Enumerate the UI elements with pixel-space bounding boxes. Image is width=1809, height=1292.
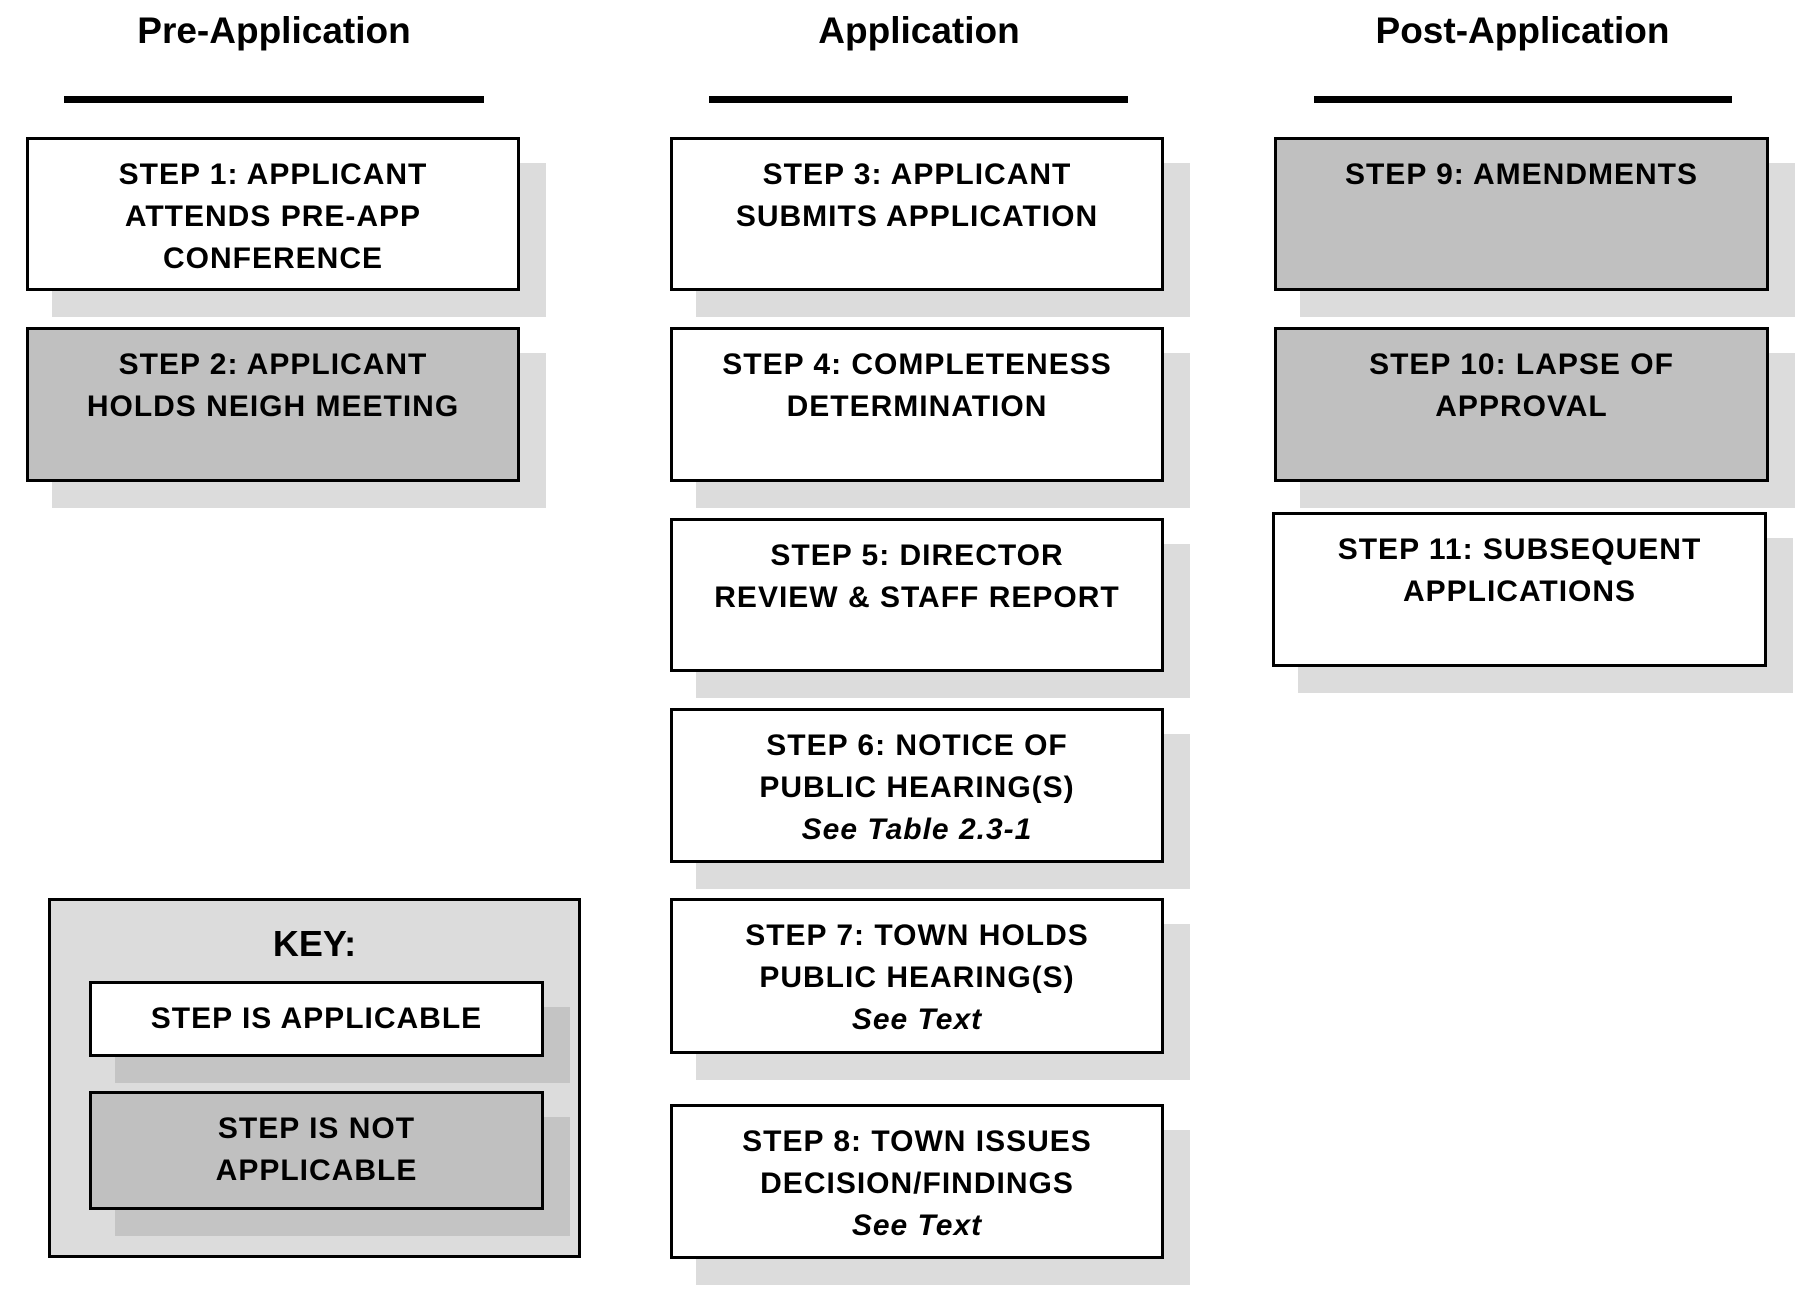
column-title-application: Application: [818, 10, 1020, 51]
step-box-10: STEP 10: LAPSE OF APPROVAL: [1274, 327, 1769, 482]
legend-not-applicable-line-2: APPLICABLE: [215, 1154, 418, 1187]
step-1-line-2: ATTENDS PRE-APP: [124, 200, 422, 233]
column-divider-pre-application: [64, 96, 484, 103]
step-8-line-2: DECISION/FINDINGS: [760, 1167, 1074, 1200]
step-2-line-1: STEP 2: APPLICANT: [118, 348, 428, 381]
legend-key: KEY: STEP IS APPLICABLE STEP IS NOT APPL…: [48, 898, 581, 1258]
step-box-2: STEP 2: APPLICANT HOLDS NEIGH MEETING: [26, 327, 520, 482]
column-divider-post-application: [1314, 96, 1732, 103]
step-box-7: STEP 7: TOWN HOLDS PUBLIC HEARING(S) See…: [670, 898, 1164, 1054]
step-7-line-2: PUBLIC HEARING(S): [759, 961, 1075, 994]
legend-item-not-applicable: STEP IS NOT APPLICABLE: [89, 1091, 544, 1210]
column-title-pre-application: Pre-Application: [137, 10, 411, 51]
step-2-line-2: HOLDS NEIGH MEETING: [86, 390, 460, 423]
step-10-line-2: APPROVAL: [1435, 390, 1608, 423]
step-1-line-3: CONFERENCE: [162, 242, 383, 275]
step-7-line-1: STEP 7: TOWN HOLDS: [745, 919, 1089, 952]
step-10-line-1: STEP 10: LAPSE OF: [1369, 348, 1674, 381]
step-6-note: See Table 2.3-1: [801, 813, 1033, 846]
step-box-9: STEP 9: AMENDMENTS: [1274, 137, 1769, 291]
legend-title: KEY:: [272, 923, 357, 964]
step-6-line-1: STEP 6: NOTICE OF: [766, 729, 1068, 762]
step-5-line-2: REVIEW & STAFF REPORT: [714, 581, 1120, 614]
step-6-line-2: PUBLIC HEARING(S): [759, 771, 1075, 804]
step-11-line-1: STEP 11: SUBSEQUENT: [1337, 533, 1702, 566]
step-box-8: STEP 8: TOWN ISSUES DECISION/FINDINGS Se…: [670, 1104, 1164, 1259]
step-8-note: See Text: [851, 1209, 983, 1242]
legend-not-applicable-line-1: STEP IS NOT: [217, 1112, 416, 1145]
column-divider-application: [709, 96, 1128, 103]
step-1-line-1: STEP 1: APPLICANT: [118, 158, 428, 191]
column-title-post-application: Post-Application: [1375, 10, 1670, 51]
step-box-11: STEP 11: SUBSEQUENT APPLICATIONS: [1272, 512, 1767, 667]
step-box-1: STEP 1: APPLICANT ATTENDS PRE-APP CONFER…: [26, 137, 520, 291]
legend-applicable-label: STEP IS APPLICABLE: [150, 1002, 483, 1035]
step-8-line-1: STEP 8: TOWN ISSUES: [742, 1125, 1092, 1158]
step-5-line-1: STEP 5: DIRECTOR: [770, 539, 1064, 572]
step-3-line-2: SUBMITS APPLICATION: [735, 200, 1099, 233]
step-11-line-2: APPLICATIONS: [1402, 575, 1637, 608]
step-4-line-1: STEP 4: COMPLETENESS: [722, 348, 1112, 381]
step-4-line-2: DETERMINATION: [786, 390, 1048, 423]
step-9-line-1: STEP 9: AMENDMENTS: [1344, 158, 1699, 191]
step-box-3: STEP 3: APPLICANT SUBMITS APPLICATION: [670, 137, 1164, 291]
step-box-6: STEP 6: NOTICE OF PUBLIC HEARING(S) See …: [670, 708, 1164, 863]
step-7-note: See Text: [851, 1003, 983, 1036]
step-box-5: STEP 5: DIRECTOR REVIEW & STAFF REPORT: [670, 518, 1164, 672]
step-box-4: STEP 4: COMPLETENESS DETERMINATION: [670, 327, 1164, 482]
legend-item-applicable: STEP IS APPLICABLE: [89, 981, 544, 1057]
step-3-line-1: STEP 3: APPLICANT: [762, 158, 1072, 191]
